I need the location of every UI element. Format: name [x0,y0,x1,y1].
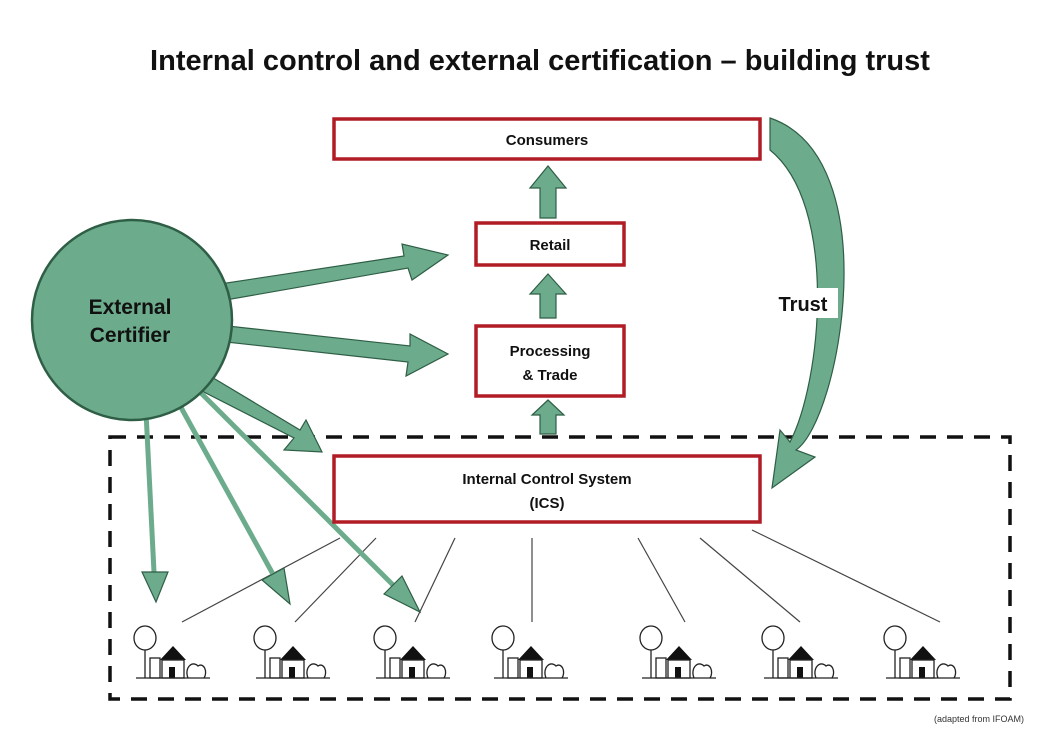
diagram-title: Internal control and external certificat… [150,45,930,77]
farm-icon [373,625,450,679]
farm-icon [883,625,960,679]
ics-boundary [108,435,1012,701]
trust-label: Trust [779,294,828,316]
arrow-up-processing-to-retail [528,273,568,319]
certifier-arrow-to-ics [199,375,323,453]
ics-farm-connectors [181,529,941,623]
source-credit: (adapted from IFOAM) [934,714,1024,724]
retail-node: Retail [474,221,626,267]
processing-trade-node: Processing & Trade [474,324,626,398]
processing-label-line1: Processing [510,343,591,360]
certifier-arrow-to-retail [219,243,450,301]
retail-label: Retail [530,237,571,254]
ics-label-line2: (ICS) [530,495,565,512]
farm-icon [133,625,210,679]
arrow-up-ics-to-processing [530,399,566,435]
external-certifier: External Certifier [30,218,234,422]
ics-label-line1: Internal Control System [462,471,631,488]
consumers-node: Consumers [332,117,762,161]
processing-label-line2: & Trade [522,367,577,384]
farm-icon [639,625,716,679]
trust-label-bg [768,288,838,318]
farms-row [133,625,960,679]
farm-icon [761,625,838,679]
certifier-label-line2: Certifier [90,324,171,347]
certifier-farm-arrows [141,390,422,614]
flow-arrows-up [528,165,568,435]
farm-icon [491,625,568,679]
certifier-label-line1: External [89,296,172,319]
ics-node: Internal Control System (ICS) [332,454,762,524]
consumers-label: Consumers [506,132,589,149]
farm-icon [253,625,330,679]
certifier-arrows [199,243,450,453]
arrow-up-retail-to-consumers [528,165,568,219]
certifier-arrow-to-processing [225,325,450,378]
trust-arrow [769,117,845,490]
